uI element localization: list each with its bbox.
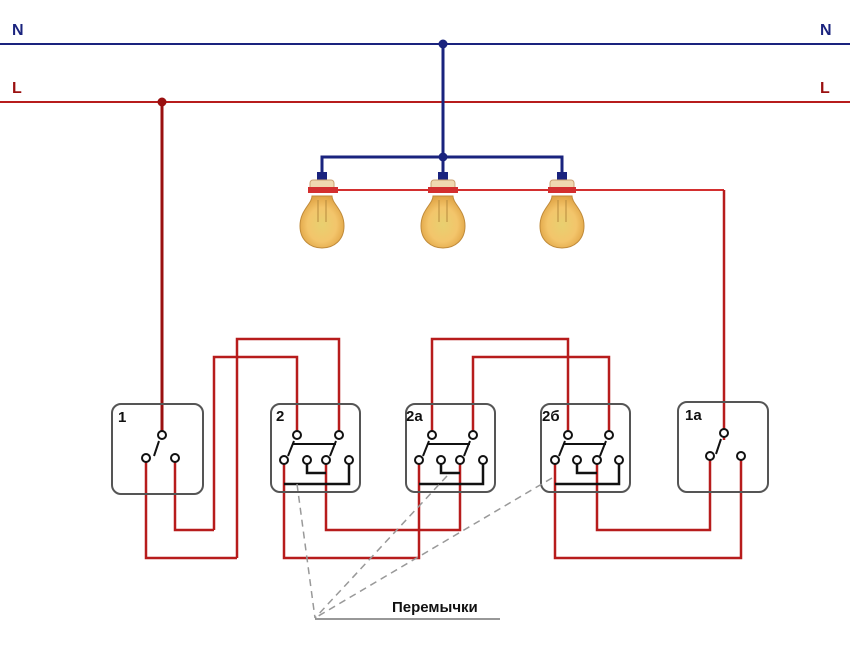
terminal-out-1 [141,453,151,463]
phase-label-left: L [12,80,22,97]
jumper [439,464,460,475]
jumper [284,464,351,486]
switch-1: 1 [111,403,204,495]
switch-2a: 2а [405,403,496,493]
lamp-bulb-icon [299,195,345,249]
switch-label: 1 [118,409,126,426]
jumper [555,464,621,486]
switch-label: 2б [542,408,560,425]
switch-label: 1а [685,407,702,424]
traveller-wires-top [212,337,611,558]
switch-contact [153,440,160,457]
neutral-lamp-wiring [320,39,564,172]
neutral-label-right: N [820,22,832,39]
jumper [305,464,326,475]
lamp-3 [539,172,585,249]
lamp-bulb-icon [539,195,585,249]
switch-label: 2а [406,408,423,425]
neutral-label-left: N [12,22,24,39]
lamp-cap [557,172,567,180]
lamp-1 [299,172,345,249]
lamp-cap [438,172,448,180]
lamp-bulb-icon [420,195,466,249]
jumper [419,464,485,486]
lamp-2 [420,172,466,249]
jumpers-annotation: Перемычки [392,599,478,616]
switch-2: 2 [270,403,361,493]
terminal-common [157,430,167,440]
jumper-leaders [296,475,553,619]
switch-label: 2 [276,408,284,425]
neutral-bus: N N [0,22,850,45]
switch-2b: 2б [540,403,631,493]
phase-lamp-wiring [308,187,726,440]
lamp-cap [317,172,327,180]
phase-feed-wire [157,97,167,432]
phase-label-right: L [820,80,830,97]
phase-bus: L L [0,80,850,103]
switch-1a: 1а [677,401,769,493]
jumper [575,464,597,475]
traveller-wires-bottom [144,460,743,560]
terminal-out-2 [170,453,180,463]
